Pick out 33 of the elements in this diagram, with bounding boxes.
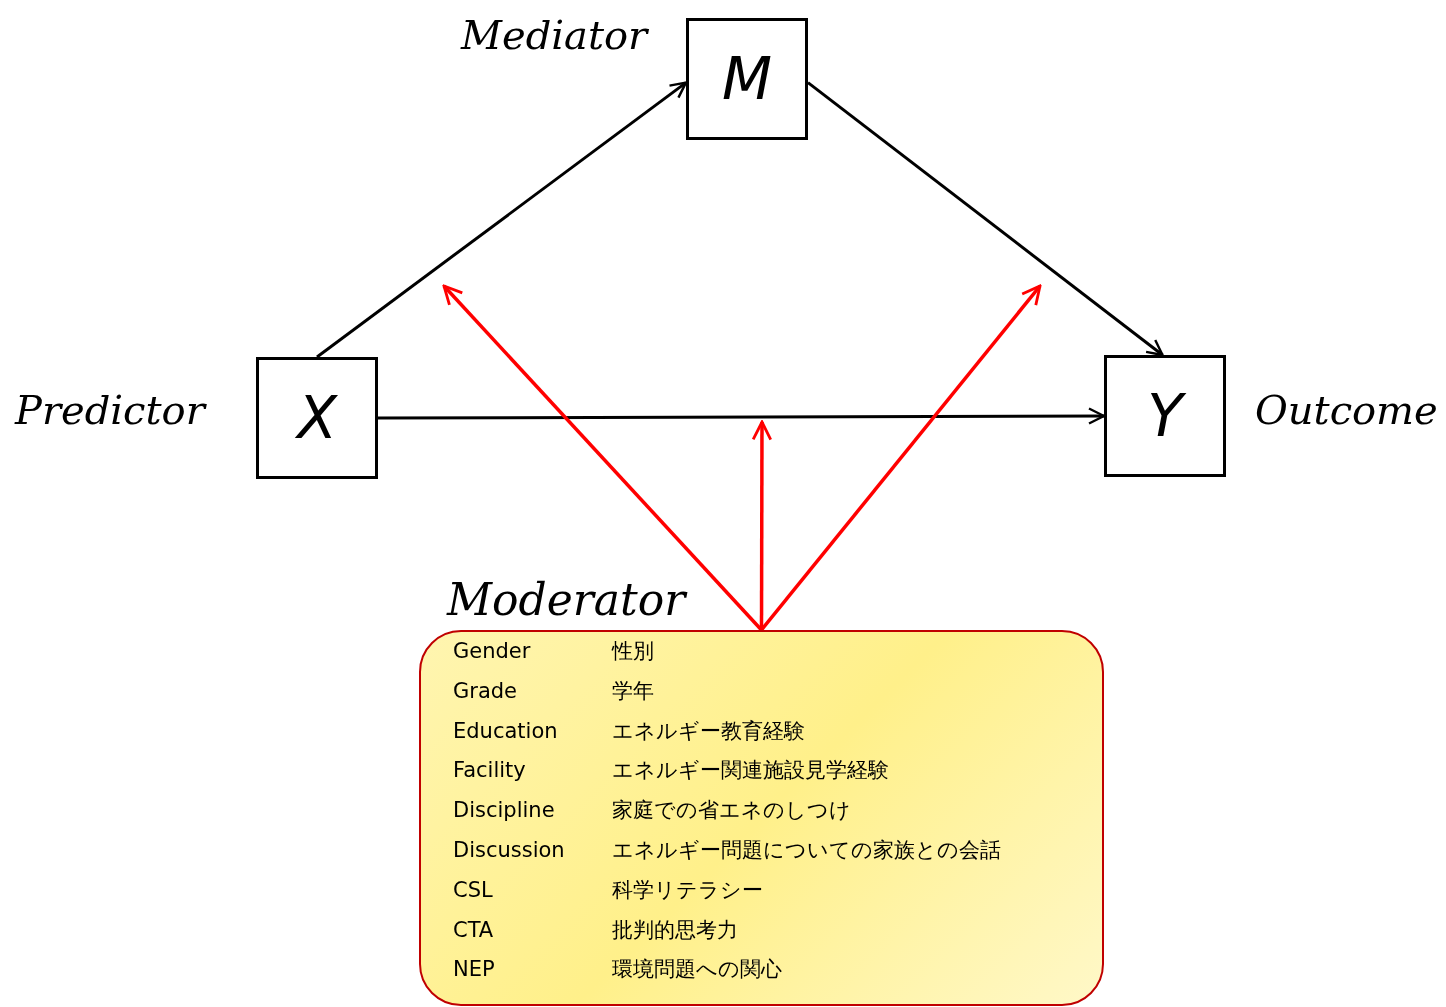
variable-letter: M [721, 50, 772, 108]
variable-caption: Predictor [15, 390, 205, 430]
table-cell: Discussion [453, 840, 565, 861]
table-cell: 科学リテラシー [612, 879, 763, 901]
table-cell: CSL [453, 879, 493, 901]
arrow [378, 407, 1106, 425]
table-cell: エネルギー教育経験 [612, 720, 805, 742]
variable-box [256, 357, 378, 479]
table-cell: NEP [453, 959, 495, 981]
table-cell: Grade [453, 680, 518, 702]
table-cell: エネルギー関連施設見学経験 [612, 760, 889, 782]
variable-box [686, 18, 808, 140]
table-cell: Discipline [453, 800, 555, 822]
arrow [760, 284, 1042, 632]
variable-caption: Mediator [461, 15, 648, 55]
variable-box [1104, 355, 1226, 477]
box-heading: Moderator [447, 578, 686, 622]
table-cell: Facility [453, 760, 526, 782]
table-cell: 家庭での省エネのしつけ [612, 800, 851, 822]
table-cell: 批判的思考力 [612, 919, 738, 941]
table-cell: 学年 [612, 680, 654, 702]
table-cell: CTA [453, 919, 494, 941]
table-cell: 性別 [612, 641, 654, 662]
table-cell: エネルギー問題についての家族との会話 [612, 840, 1001, 861]
table-cell: 環境問題への関心 [612, 959, 782, 981]
arrow [316, 81, 688, 359]
variable-letter: X [297, 389, 337, 447]
arrow [807, 81, 1164, 357]
table-cell: Gender [453, 641, 531, 662]
arrow [442, 284, 763, 632]
variable-caption: Outcome [1255, 390, 1438, 430]
table-cell: Education [453, 720, 558, 742]
arrow [751, 420, 773, 630]
